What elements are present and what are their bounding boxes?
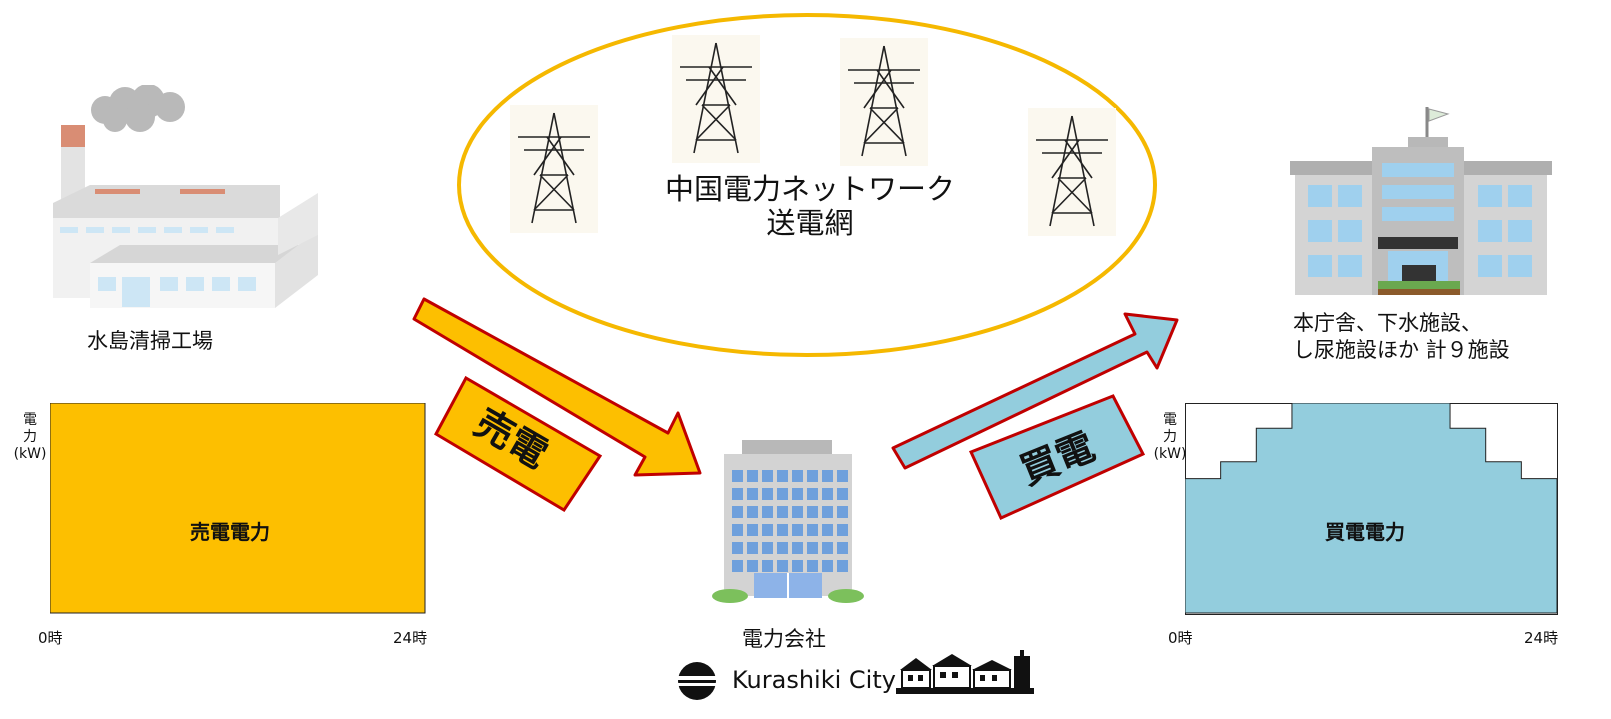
sell-arrow-icon <box>412 297 702 477</box>
tower-icon <box>1028 108 1116 236</box>
sell-chart-xtick-start: 0時 <box>38 629 63 647</box>
building-window <box>777 542 788 554</box>
tower-icon <box>510 105 598 233</box>
building-window <box>807 470 818 482</box>
townscape-icon <box>896 650 1034 694</box>
sell-chart-ylabel-char2: 力 <box>23 429 37 445</box>
buy-chart-ylabel-unit: (kW) <box>1153 446 1187 462</box>
power-company-label: 電力会社 <box>742 627 826 651</box>
building-window <box>732 524 743 536</box>
building-window <box>762 542 773 554</box>
building-window <box>747 488 758 500</box>
building-window <box>762 470 773 482</box>
sell-chart-ylabel-unit: (kW) <box>13 446 47 462</box>
sell-chart <box>50 403 426 614</box>
buy-tag-box <box>968 394 1146 520</box>
tower-icon <box>840 38 928 166</box>
building-window <box>837 524 848 536</box>
buy-chart-inner-label: 買電電力 <box>1325 520 1405 544</box>
buy-chart-ylabel: 電 力 (kW) <box>1150 412 1190 463</box>
building-window <box>747 506 758 518</box>
city-logo-icon <box>672 662 723 700</box>
building-window <box>747 470 758 482</box>
buy-chart-area <box>1185 403 1558 614</box>
network-title-line2: 送電網 <box>766 206 854 240</box>
building-window <box>822 560 833 572</box>
network-ellipse <box>457 13 1157 357</box>
building-window <box>822 470 833 482</box>
buy-chart-ylabel-char1: 電 <box>1163 412 1177 428</box>
building-window <box>777 506 788 518</box>
tower-icon <box>672 35 760 163</box>
city-logo-text: Kurashiki City <box>732 666 896 694</box>
building-window <box>747 524 758 536</box>
building-window <box>792 470 803 482</box>
building-window <box>777 470 788 482</box>
building-window <box>777 524 788 536</box>
building-window <box>777 488 788 500</box>
building-window <box>747 542 758 554</box>
building-window <box>777 560 788 572</box>
network-title: 中国電力ネットワーク 送電網 <box>610 172 1010 240</box>
facilities-label-line1: 本庁舎、下水施設、 <box>1293 311 1482 335</box>
building-window <box>822 524 833 536</box>
building-window <box>792 506 803 518</box>
buy-chart-ylabel-char2: 力 <box>1163 429 1177 445</box>
building-window <box>807 488 818 500</box>
facilities-label-line2: し尿施設ほか 計９施設 <box>1293 338 1510 362</box>
building-window <box>762 488 773 500</box>
sell-chart-ylabel: 電 力 (kW) <box>10 412 50 463</box>
building-window <box>837 560 848 572</box>
building-window <box>792 542 803 554</box>
building-window <box>837 470 848 482</box>
sell-chart-ylabel-char1: 電 <box>23 412 37 428</box>
sell-chart-inner-label: 売電電力 <box>190 520 270 544</box>
building-window <box>837 542 848 554</box>
building-window <box>732 488 743 500</box>
building-window <box>807 524 818 536</box>
power-company-icon <box>712 440 864 603</box>
building-window <box>792 488 803 500</box>
building-window <box>807 542 818 554</box>
network-title-line1: 中国電力ネットワーク <box>664 172 955 206</box>
factory-icon <box>53 85 318 308</box>
incinerator-label: 水島清掃工場 <box>87 329 213 353</box>
city-hall-icon <box>1290 107 1552 295</box>
building-window <box>732 470 743 482</box>
building-window <box>762 506 773 518</box>
sell-tag-box <box>433 375 603 512</box>
buy-chart-xtick-start: 0時 <box>1168 629 1193 647</box>
buy-arrow-icon <box>891 312 1179 470</box>
building-window <box>762 560 773 572</box>
building-window <box>822 542 833 554</box>
building-window <box>792 560 803 572</box>
buy-chart <box>1185 403 1558 615</box>
building-window <box>792 524 803 536</box>
sell-chart-xtick-end: 24時 <box>393 629 428 647</box>
building-window <box>732 560 743 572</box>
building-window <box>732 542 743 554</box>
building-window <box>747 560 758 572</box>
building-window <box>762 524 773 536</box>
building-window <box>837 506 848 518</box>
building-window <box>822 488 833 500</box>
facilities-label: 本庁舎、下水施設、 し尿施設ほか 計９施設 <box>1293 310 1510 364</box>
building-window <box>732 506 743 518</box>
building-window <box>822 506 833 518</box>
buy-chart-xtick-end: 24時 <box>1524 629 1559 647</box>
building-window <box>807 560 818 572</box>
building-window <box>807 506 818 518</box>
building-window <box>837 488 848 500</box>
sell-chart-area <box>50 403 426 614</box>
